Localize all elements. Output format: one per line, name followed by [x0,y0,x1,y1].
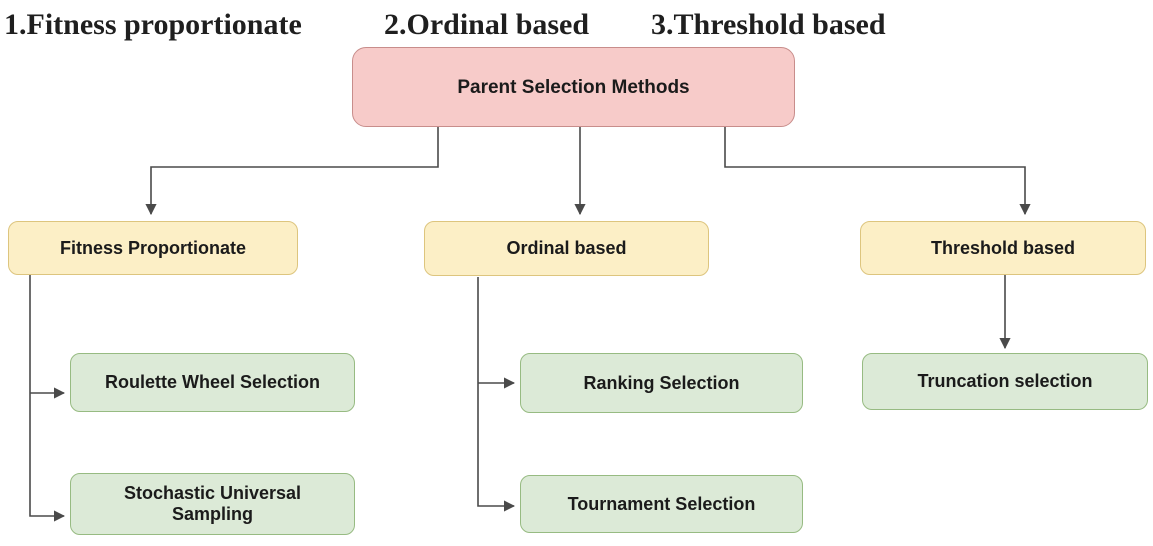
node-roulette-wheel-selection: Roulette Wheel Selection [70,353,355,412]
header-item-threshold-based: 3.Threshold based [651,8,886,41]
connector-root-to-threshold [724,127,1031,216]
connector-ordinal-to-tournament [477,277,516,512]
connector-root-to-fitness [145,127,439,216]
node-threshold-based: Threshold based [860,221,1146,275]
node-fitness-proportionate: Fitness Proportionate [8,221,298,275]
node-ordinal-based: Ordinal based [424,221,709,276]
node-tournament-selection: Tournament Selection [520,475,803,533]
connector-fitness-to-stochastic [29,275,66,522]
header-item-ordinal-based: 2.Ordinal based [384,8,590,41]
node-parent-selection-methods: Parent Selection Methods [352,47,795,127]
node-ranking-selection: Ranking Selection [520,353,803,413]
node-truncation-selection: Truncation selection [862,353,1148,410]
node-stochastic-universal-sampling: Stochastic Universal Sampling [70,473,355,535]
header-item-fitness-proportionate: 1.Fitness proportionate [4,8,302,41]
